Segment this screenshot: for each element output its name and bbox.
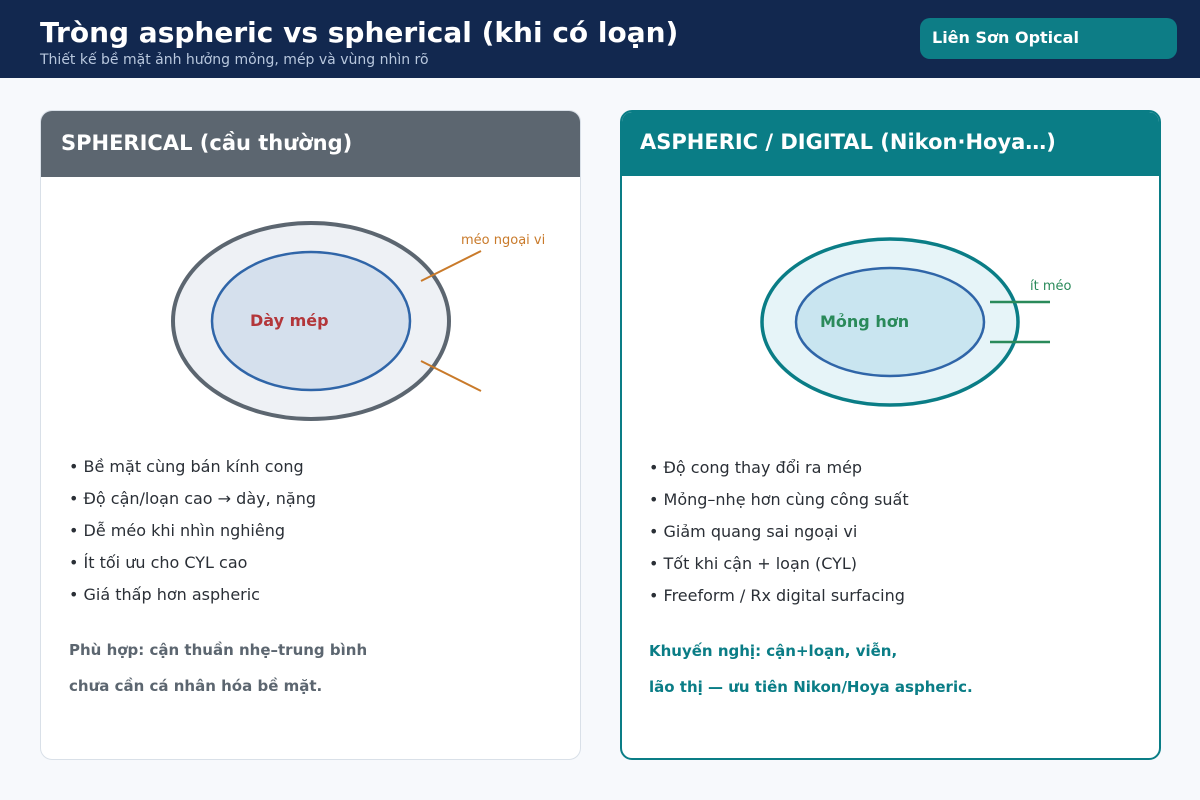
spherical-card: SPHERICAL (cầu thường) méo ngoại vi Dày …	[40, 110, 581, 760]
brand-badge: Liên Sơn Optical	[920, 18, 1177, 59]
aspheric-inner-zone	[794, 266, 986, 378]
list-item: • Bề mặt cùng bán kính cong	[69, 457, 304, 476]
spherical-inner-zone	[210, 250, 412, 392]
aspheric-heading: ASPHERIC / DIGITAL (Nikon·Hoya…)	[622, 112, 1159, 176]
low-distortion-label: ít méo	[1030, 279, 1072, 294]
list-item: • Độ cong thay đổi ra mép	[649, 458, 863, 477]
distortion-line-bottom	[420, 360, 482, 392]
aspheric-lens-diagram: ít méo Mỏng hơn	[760, 237, 1072, 407]
thick-edge-label: Dày mép	[250, 311, 329, 330]
list-item: • Mỏng–nhẹ hơn cùng công suất	[649, 490, 909, 509]
list-item: • Ít tối ưu cho CYL cao	[69, 553, 248, 572]
distortion-line-top	[420, 250, 482, 282]
list-item: • Độ cận/loạn cao → dày, nặng	[69, 489, 317, 508]
list-item: • Giảm quang sai ngoại vi	[649, 522, 858, 541]
list-item: • Tốt khi cận + loạn (CYL)	[649, 554, 858, 573]
aspheric-feature-list: • Độ cong thay đổi ra mép • Mỏng–nhẹ hơn…	[649, 458, 909, 618]
spherical-lens-diagram: méo ngoại vi Dày mép	[171, 221, 545, 421]
peripheral-distortion-label: méo ngoại vi	[461, 233, 545, 248]
spherical-feature-list: • Bề mặt cùng bán kính cong • Độ cận/loạ…	[69, 457, 316, 617]
list-item: • Giá thấp hơn aspheric	[69, 585, 260, 604]
page-subtitle: Thiết kế bề mặt ảnh hưởng mỏng, mép và v…	[40, 52, 429, 68]
spherical-heading: SPHERICAL (cầu thường)	[41, 111, 580, 177]
aspheric-note-line-1: Khuyến nghị: cận+loạn, viễn,	[649, 642, 898, 660]
spherical-note-line-2: chưa cần cá nhân hóa bề mặt.	[69, 677, 323, 695]
aspheric-note-line-2: lão thị — ưu tiên Nikon/Hoya aspheric.	[649, 678, 973, 696]
header-bar: Tròng aspheric vs spherical (khi có loạn…	[0, 0, 1200, 78]
list-item: • Freeform / Rx digital surfacing	[649, 586, 905, 605]
list-item: • Dễ méo khi nhìn nghiêng	[69, 521, 285, 540]
aspheric-card: ASPHERIC / DIGITAL (Nikon·Hoya…) ít méo …	[620, 110, 1161, 760]
spherical-note-line-1: Phù hợp: cận thuần nhẹ–trung bình	[69, 641, 368, 659]
page-title: Tròng aspheric vs spherical (khi có loạn…	[40, 16, 679, 49]
thinner-label: Mỏng hơn	[820, 312, 909, 331]
